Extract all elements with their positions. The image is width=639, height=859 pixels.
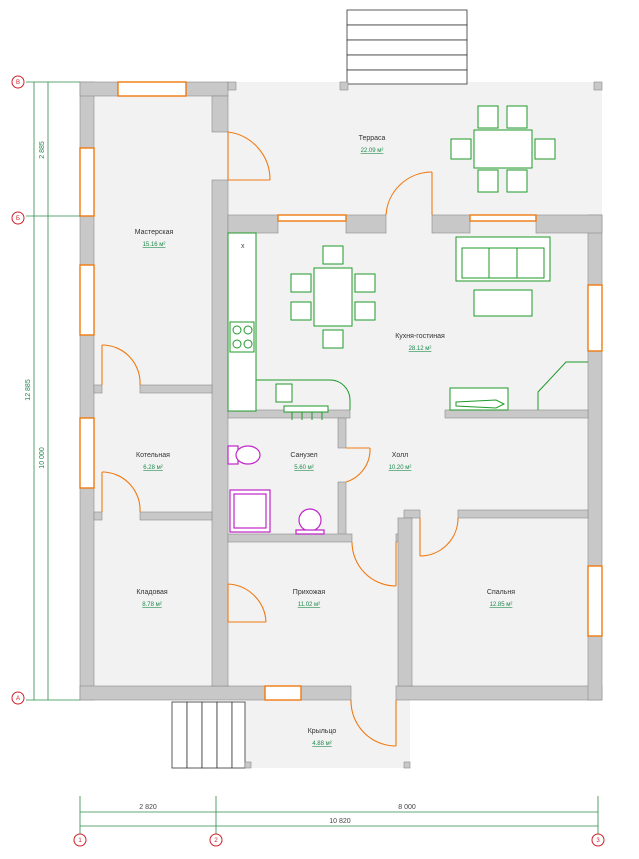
room-area-pantry: 8.78 м² (142, 602, 161, 608)
terrace-stairs (346, 9, 468, 85)
room-label-bathroom: Санузел 5.60 м² (290, 452, 317, 471)
room-name-bedroom: Спальня (487, 589, 515, 596)
room-area-entrance: 11.02 м² (298, 602, 320, 608)
room-name-kitchen: Кухня-гостиная (395, 333, 445, 340)
bathroom-fixtures (227, 445, 325, 535)
room-area-kitchen: 28.12 м² (409, 346, 432, 352)
room-label-kitchen: Кухня-гостиная 28.12 м² (395, 333, 445, 352)
dim-vertical-main: 10 000 (39, 447, 46, 469)
room-area-boiler: 6.28 м² (143, 465, 162, 471)
horizontal-dimensions: 2 820 8 000 10 820 (79, 796, 599, 834)
room-name-bathroom: Санузел (290, 452, 317, 459)
axis-row-marker (11, 75, 25, 89)
dim-horizontal-total: 10 820 (329, 818, 351, 825)
room-name-entrance: Прихожая (293, 589, 326, 596)
room-label-hall: Холл 10.20 м² (389, 452, 412, 471)
room-label-boiler: Котельная 6.28 м² (136, 452, 170, 471)
axis-column-marker (591, 833, 605, 847)
doors (101, 131, 459, 747)
axis-markers: В Б А 1 2 3 (11, 75, 605, 847)
room-area-porch: 4.88 м² (312, 741, 331, 747)
room-label-pantry: Кладовая 8.78 м² (136, 589, 168, 608)
room-name-terrace: Терраса (359, 135, 386, 142)
axis-column-label: 3 (596, 838, 600, 844)
room-area-workshop: 15.16 м² (143, 242, 166, 248)
porch-stairs (171, 701, 246, 769)
terrace-furniture (450, 105, 556, 193)
room-label-terrace: Терраса 22.09 м² (359, 135, 386, 154)
stove-mark: x (241, 243, 245, 250)
axis-row-label: В (16, 80, 20, 86)
room-name-workshop: Мастерская (135, 229, 174, 236)
inner-walls (93, 95, 603, 687)
room-label-bedroom: Спальня 12.85 м² (487, 589, 515, 608)
room-area-terrace: 22.09 м² (361, 148, 384, 154)
room-area-bathroom: 5.60 м² (294, 465, 313, 471)
room-area-bedroom: 12.85 м² (490, 602, 513, 608)
dim-horizontal-seg2: 8 000 (398, 804, 416, 811)
dim-vertical-top: 2 885 (39, 141, 46, 159)
axis-column-label: 1 (78, 838, 82, 844)
vertical-dimensions: 2 885 10 000 12 885 (25, 81, 80, 701)
room-name-hall: Холл (392, 452, 409, 459)
room-label-workshop: Мастерская 15.16 м² (135, 229, 174, 248)
axis-row-label: Б (16, 216, 20, 222)
kitchen-furniture (227, 232, 588, 420)
porch-floor (245, 700, 410, 768)
room-name-boiler: Котельная (136, 452, 170, 459)
axis-row-label: А (16, 696, 20, 702)
dim-horizontal-seg1: 2 820 (139, 804, 157, 811)
room-label-entrance: Прихожая 11.02 м² (293, 589, 326, 608)
room-name-pantry: Кладовая (136, 589, 168, 596)
dim-vertical-total: 12 885 (25, 379, 32, 401)
room-area-hall: 10.20 м² (389, 465, 412, 471)
axis-column-marker (209, 833, 223, 847)
windows (79, 81, 603, 701)
axis-column-label: 2 (214, 838, 218, 844)
axis-row-marker (11, 211, 25, 225)
axis-row-marker (11, 691, 25, 705)
axis-column-marker (73, 833, 87, 847)
room-name-porch: Крыльцо (308, 728, 337, 735)
room-label-porch: Крыльцо 4.88 м² (308, 728, 337, 747)
